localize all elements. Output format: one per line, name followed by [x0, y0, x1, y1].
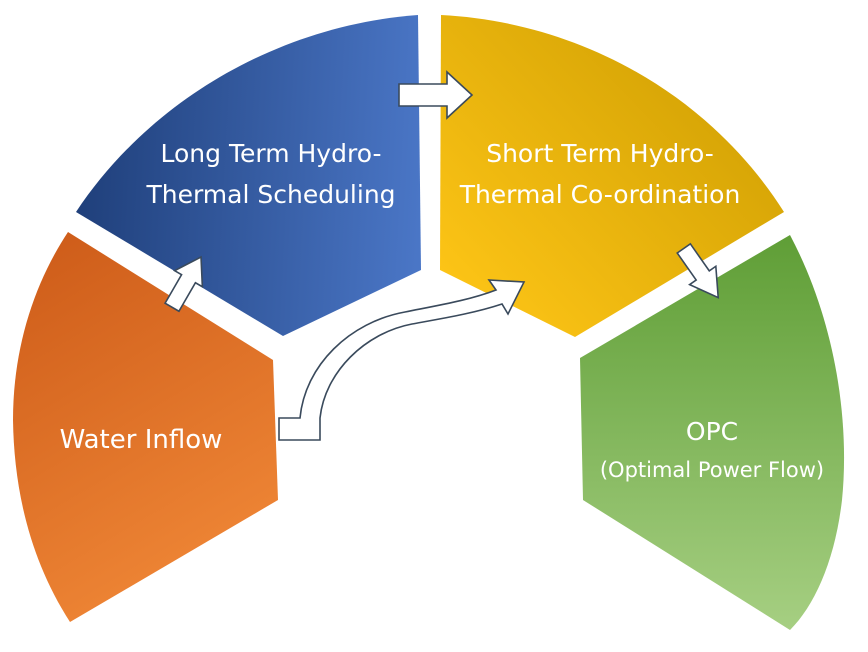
arrow-water-to-long-term [163, 255, 204, 313]
segment-opc: OPC (Optimal Power Flow) [580, 235, 845, 630]
segment-opc-shape [580, 235, 845, 630]
segment-water-inflow-shape [13, 232, 278, 622]
segment-water-inflow-label: Water Inflow [60, 425, 223, 455]
segment-opc-line2: (Optimal Power Flow) [600, 458, 824, 482]
segment-long-term-line2: Thermal Scheduling [145, 180, 395, 209]
segment-water-inflow: Water Inflow [13, 232, 278, 622]
segment-long-term-shape [76, 15, 421, 336]
curved-arrow-water-to-short-term [278, 279, 526, 441]
arrow-long-to-short-term [398, 70, 474, 120]
arrow-short-term-to-opc [676, 242, 720, 299]
curved-arrow-body [278, 279, 526, 441]
segment-opc-line1: OPC [686, 417, 738, 446]
segment-short-term-line2: Thermal Co-ordination [459, 180, 741, 209]
segment-long-term-line1: Long Term Hydro- [161, 139, 382, 168]
segment-long-term-scheduling: Long Term Hydro- Thermal Scheduling [76, 15, 421, 336]
segment-short-term-line1: Short Term Hydro- [486, 139, 714, 168]
